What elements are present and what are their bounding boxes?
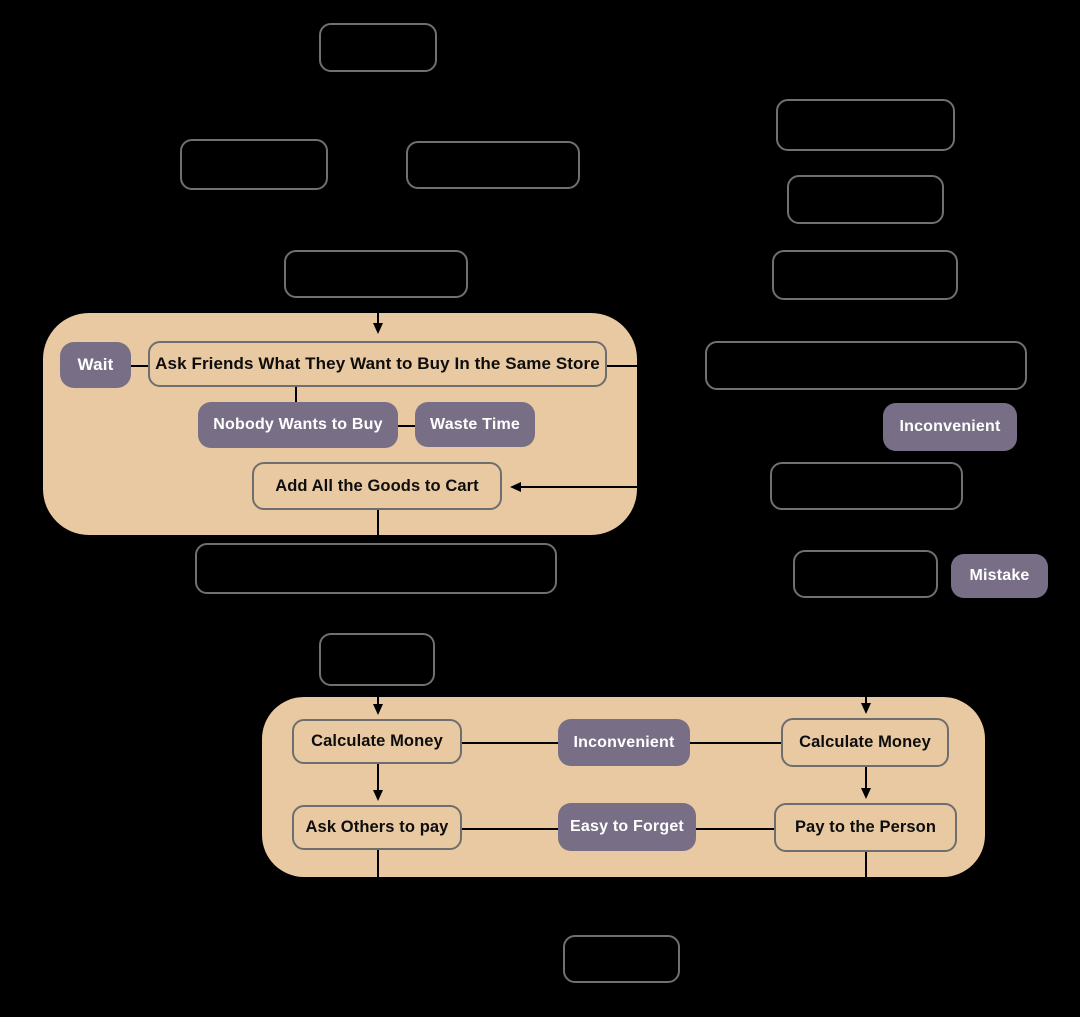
node-calculate-money-left-label: Calculate Money xyxy=(311,732,443,750)
node-ask-others: Ask Others to pay xyxy=(292,805,462,850)
node-calculate-money-left: Calculate Money xyxy=(292,719,462,764)
note-nobody-wants-label: Nobody Wants to Buy xyxy=(213,416,383,433)
edge-askothers-bottom xyxy=(377,850,623,935)
node-bottom xyxy=(563,935,680,983)
node-right-1 xyxy=(776,99,955,151)
node-right-5 xyxy=(770,462,963,510)
note-wait: Wait xyxy=(60,342,131,388)
note-easy-to-forget-label: Easy to Forget xyxy=(570,818,684,835)
node-branch-left xyxy=(180,139,328,190)
node-right-3 xyxy=(772,250,958,300)
note-mistake: Mistake xyxy=(951,554,1048,598)
note-inconvenient-center-label: Inconvenient xyxy=(573,733,675,751)
node-add-all: Add All the Goods to Cart xyxy=(252,462,502,510)
node-ask-friends: Ask Friends What They Want to Buy In the… xyxy=(148,341,607,387)
node-mid-wide xyxy=(195,543,557,594)
node-mid-small xyxy=(319,633,435,686)
node-pay-to-person: Pay to the Person xyxy=(774,803,957,852)
note-waste-time-label: Waste Time xyxy=(429,415,521,433)
note-waste-time: Waste Time xyxy=(415,402,535,447)
note-inconvenient-side-label: Inconvenient xyxy=(899,418,1001,435)
node-ask-others-label: Ask Others to pay xyxy=(305,818,449,836)
edge-top-split xyxy=(253,72,494,141)
node-right-6 xyxy=(793,550,938,598)
note-easy-to-forget: Easy to Forget xyxy=(558,803,696,851)
node-right-4-wide xyxy=(705,341,1027,390)
node-branch-right xyxy=(406,141,580,189)
note-mistake-label: Mistake xyxy=(969,567,1030,584)
edge-payperson-bottom xyxy=(622,852,867,909)
node-calculate-money-right-label: Calculate Money xyxy=(799,733,931,751)
note-nobody-wants: Nobody Wants to Buy xyxy=(198,402,398,448)
note-inconvenient-center: Inconvenient xyxy=(558,719,690,766)
note-wait-label: Wait xyxy=(77,355,114,374)
node-calculate-money-right: Calculate Money xyxy=(781,718,949,767)
node-pay-to-person-label: Pay to the Person xyxy=(794,818,937,836)
node-ask-friends-label: Ask Friends What They Want to Buy In the… xyxy=(155,354,600,373)
edge-rightcol-chain xyxy=(865,151,951,550)
edge-top-merge xyxy=(253,189,494,250)
node-add-all-label: Add All the Goods to Cart xyxy=(275,476,479,495)
node-merge xyxy=(284,250,468,298)
node-right-2 xyxy=(787,175,944,224)
note-inconvenient-side: Inconvenient xyxy=(883,403,1017,451)
node-top xyxy=(319,23,437,72)
